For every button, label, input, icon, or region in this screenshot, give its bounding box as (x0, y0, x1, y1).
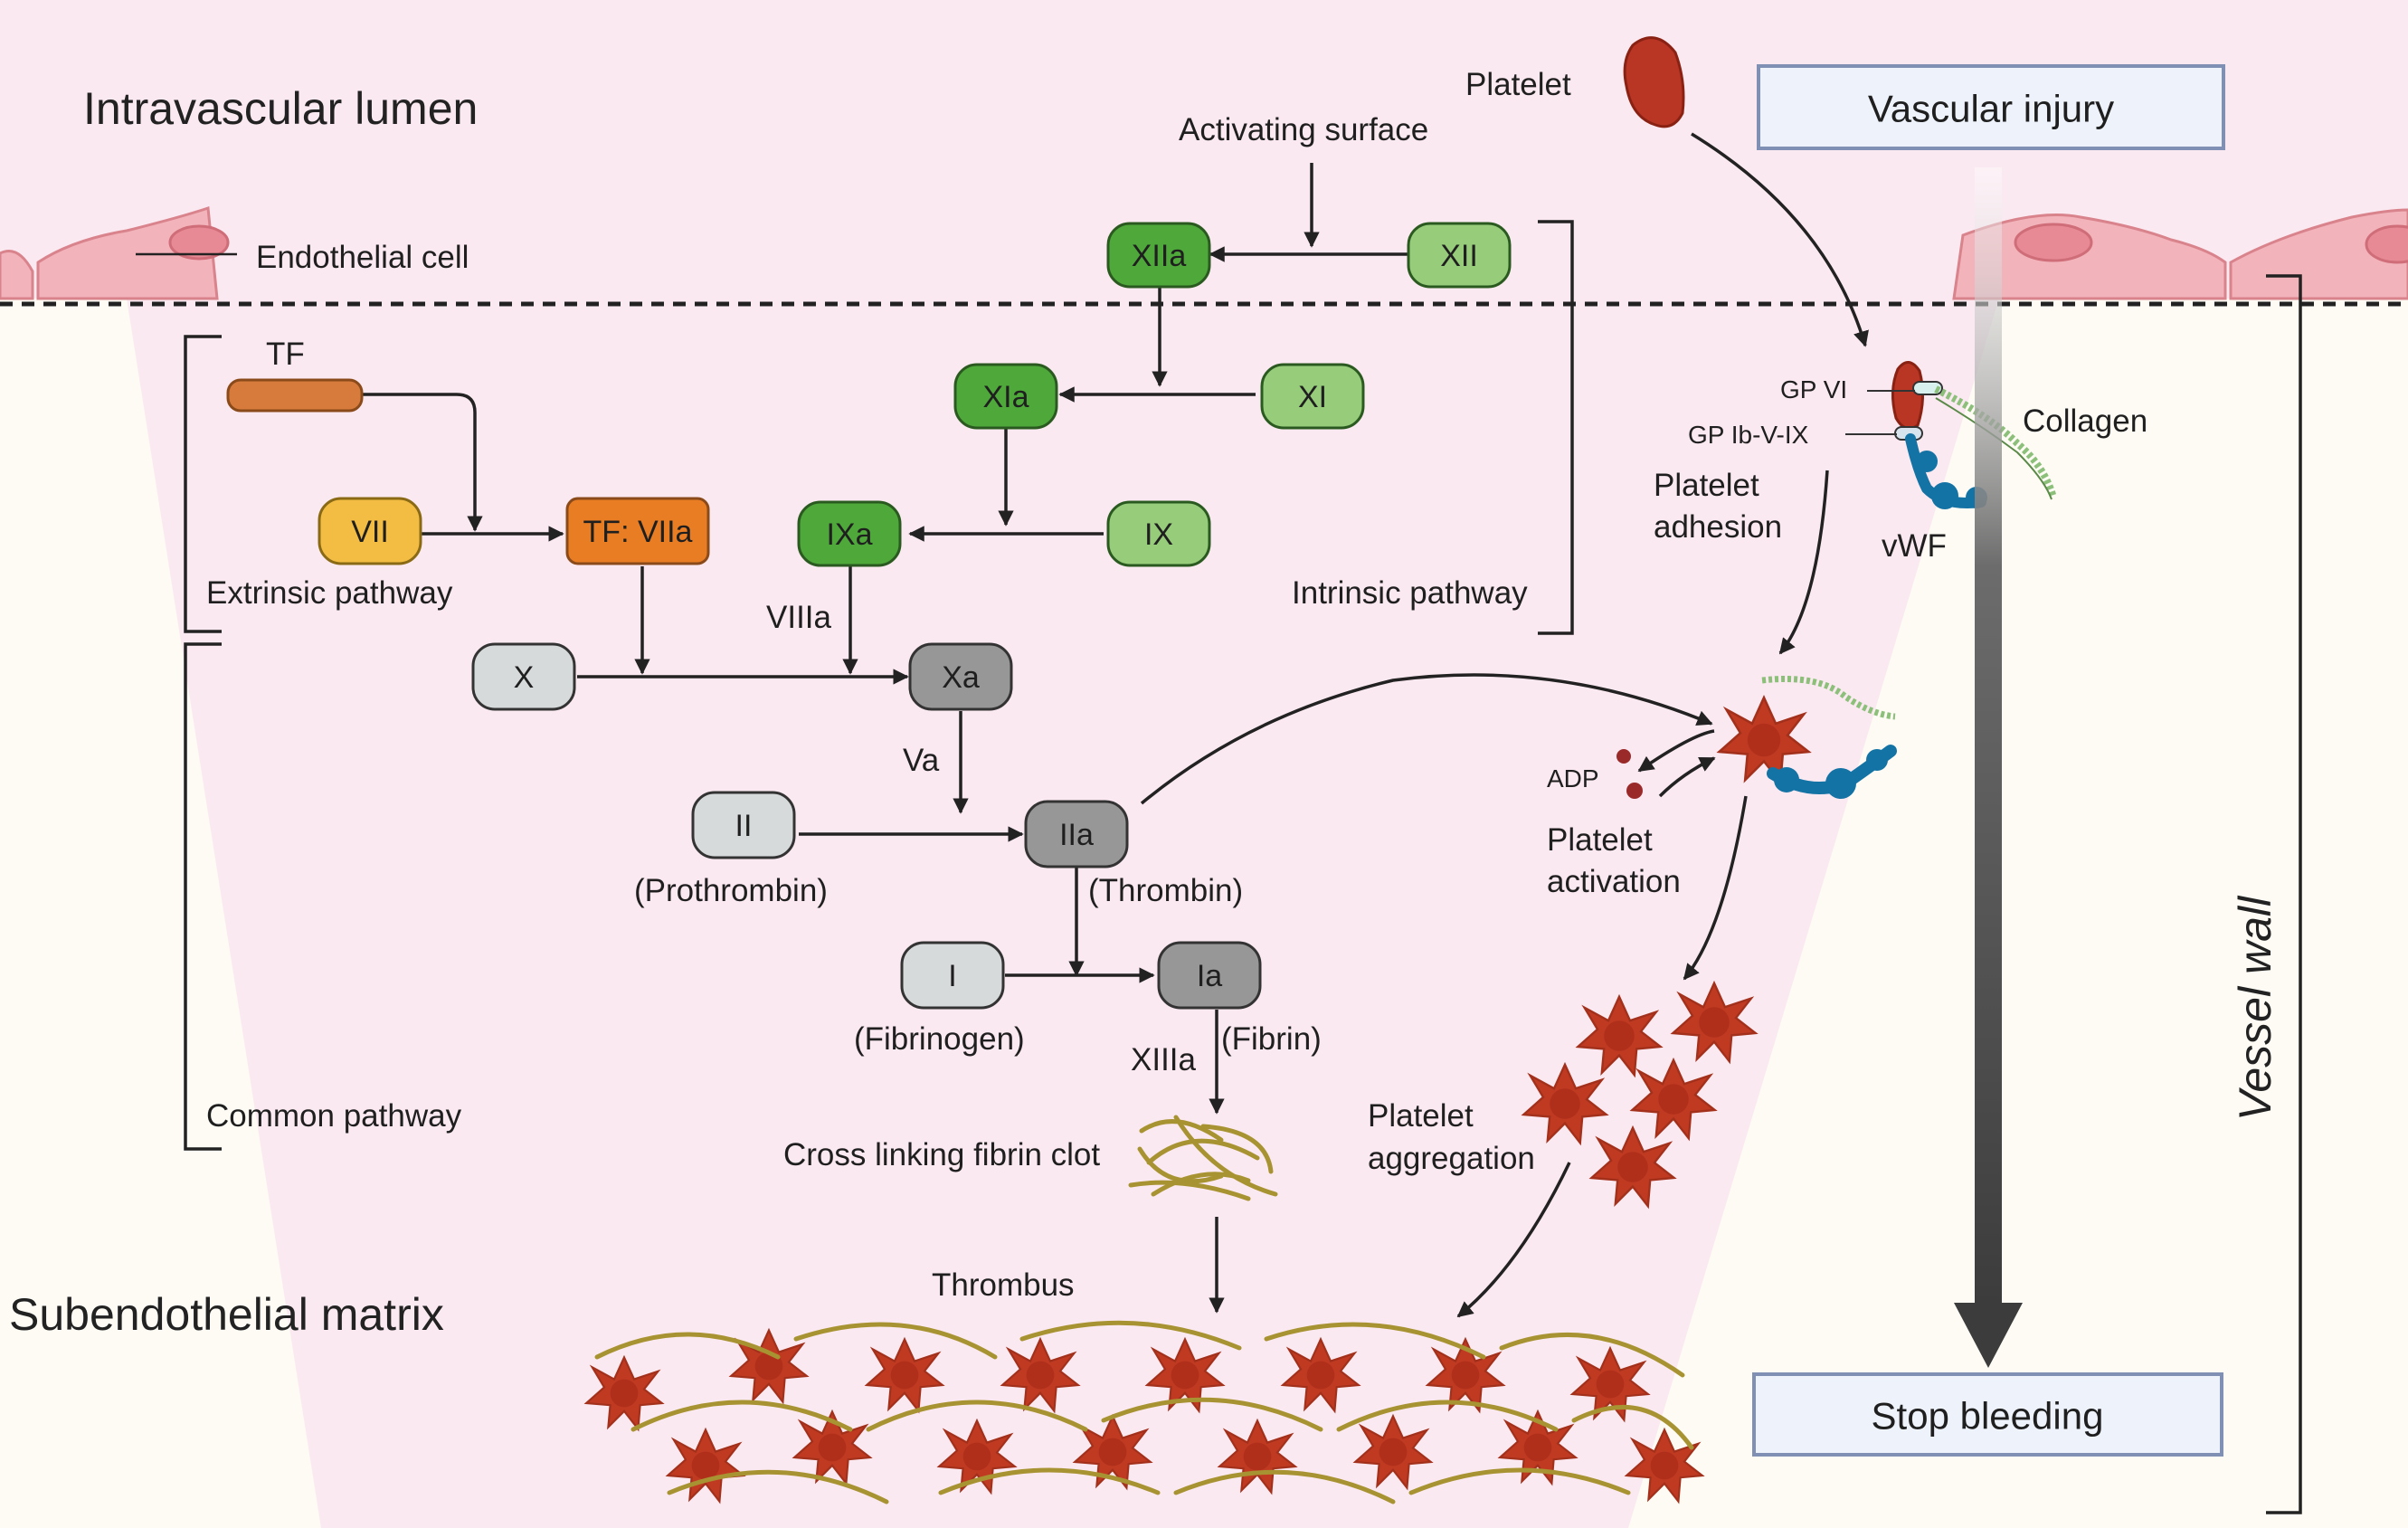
intrinsic-bracket (1538, 220, 1574, 635)
vwf-label: vWF (1882, 528, 1947, 564)
va-label: Va (903, 743, 940, 778)
svg-text:Ia: Ia (1197, 959, 1222, 993)
injury-to-stop-arrow (1954, 167, 2023, 1368)
gp-vi-label: GP VI (1780, 375, 1847, 403)
svg-text:XI: XI (1298, 380, 1327, 414)
activation-label-2: activation (1547, 864, 1681, 899)
factor-node-iia: IIa (1024, 800, 1129, 868)
factor-node-xi: XI (1260, 363, 1365, 430)
adp-label: ADP (1547, 764, 1599, 792)
platelet-icon (1623, 36, 1685, 128)
thrombin-label: (Thrombin) (1088, 873, 1243, 908)
fibrin-clot-icon (1128, 1115, 1278, 1201)
gp-ib-label: GP Ib-V-IX (1688, 421, 1809, 449)
factor-node-tf-viia: TF: VIIa (565, 497, 710, 565)
svg-text:TF: VIIa: TF: VIIa (583, 515, 693, 549)
cascade-edges (362, 163, 1408, 1314)
vessel-wall-bracket (2266, 274, 2302, 1514)
stop-bleeding-box: Stop bleeding (1752, 1372, 2223, 1457)
matrix-label: Subendothelial matrix (9, 1289, 444, 1340)
collagen-label: Collagen (2023, 403, 2147, 439)
svg-text:XIa: XIa (982, 380, 1029, 414)
viiia-label: VIIIa (766, 600, 832, 635)
aggregation-label-2: aggregation (1368, 1141, 1535, 1176)
thrombus-icon (585, 1320, 1703, 1504)
prothrombin-label: (Prothrombin) (634, 873, 828, 908)
activation-label-1: Platelet (1547, 822, 1653, 858)
aggregation-label-1: Platelet (1368, 1098, 1474, 1134)
svg-text:X: X (514, 660, 535, 695)
cross-linking-label: Cross linking fibrin clot (783, 1137, 1100, 1172)
factor-node-xiia: XIIa (1106, 222, 1211, 289)
factor-node-ia: Ia (1157, 941, 1262, 1010)
factor-node-xia: XIa (953, 363, 1058, 430)
vessel-wall-label: Vessel wall (2230, 895, 2280, 1121)
svg-text:Vascular injury: Vascular injury (1868, 88, 2114, 130)
svg-text:XIIa: XIIa (1132, 239, 1187, 273)
adhesion-label-2: adhesion (1654, 509, 1782, 545)
activated-platelet-icon (1718, 675, 1897, 799)
inflammation-funnel (127, 299, 1999, 1528)
svg-text:XII: XII (1440, 239, 1478, 273)
factor-node-xa: Xa (908, 642, 1013, 711)
svg-text:VII: VII (351, 515, 389, 549)
factor-node-x: X (471, 642, 576, 711)
lumen-label: Intravascular lumen (83, 83, 478, 134)
fibrinogen-label: (Fibrinogen) (854, 1021, 1025, 1057)
thrombus-label: Thrombus (932, 1267, 1075, 1303)
extrinsic-bracket (184, 335, 222, 633)
adp-icon (1616, 749, 1643, 799)
activating-surface-label: Activating surface (1179, 112, 1428, 147)
vwf-icon (1905, 433, 1987, 509)
svg-text:Xa: Xa (942, 660, 980, 695)
svg-text:II: II (735, 809, 753, 843)
tf-label: TF (266, 337, 305, 372)
factor-node-ixa: IXa (797, 500, 902, 567)
collagen-fiber-icon (1934, 385, 2057, 500)
platelet-arrows (1140, 132, 1869, 1318)
endothelial-cell-label: Endothelial cell (256, 240, 469, 275)
factor-node-ii: II (691, 791, 796, 859)
extrinsic-pathway-label: Extrinsic pathway (206, 575, 453, 611)
svg-text:IX: IX (1144, 517, 1173, 552)
common-bracket (184, 642, 222, 1151)
vascular-injury-box: Vascular injury (1757, 64, 2225, 150)
factor-node-xii: XII (1407, 222, 1512, 289)
svg-text:I: I (948, 959, 956, 993)
platelet-label: Platelet (1465, 67, 1571, 102)
svg-text:IXa: IXa (826, 517, 872, 552)
svg-text:Stop bleeding: Stop bleeding (1872, 1395, 2104, 1438)
common-pathway-label: Common pathway (206, 1098, 462, 1134)
factor-node-ix: IX (1106, 500, 1211, 567)
tf-bar (226, 378, 364, 413)
fibrin-label: (Fibrin) (1221, 1021, 1322, 1057)
svg-text:IIa: IIa (1059, 818, 1094, 852)
endothelial-cells (0, 205, 2408, 300)
xiiia-label: XIIIa (1131, 1042, 1197, 1077)
factor-node-i: I (900, 941, 1005, 1010)
factor-node-vii: VII (318, 497, 422, 565)
adhesion-label-1: Platelet (1654, 468, 1759, 503)
intrinsic-pathway-label: Intrinsic pathway (1292, 575, 1528, 611)
